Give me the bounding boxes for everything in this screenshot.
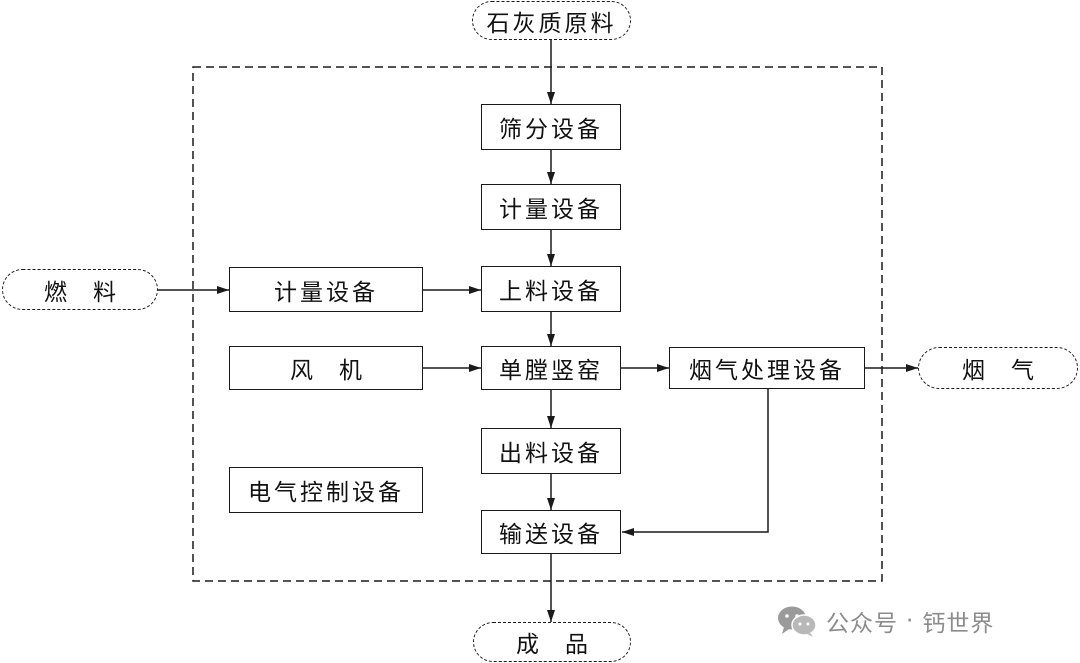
terminal-raw-material: 石灰质原料 (472, 1, 631, 40)
box-kiln: 单膛竖窑 (481, 346, 621, 390)
wechat-icon (778, 606, 817, 637)
terminal-fuel: 燃料 (2, 269, 158, 310)
terminal-product-label: 成品 (516, 632, 614, 658)
box-feeding: 上料设备 (481, 266, 621, 312)
box-flue-gas-treatment-label: 烟气处理设备 (689, 358, 845, 384)
system-boundary (192, 66, 883, 582)
arrow-gas-treatment-to-conveying (622, 389, 769, 536)
box-conveying-label: 输送设备 (499, 522, 603, 548)
box-metering-main: 计量设备 (481, 184, 621, 230)
box-metering-fuel-label: 计量设备 (274, 279, 378, 306)
box-fan: 风机 (229, 346, 423, 390)
terminal-fuel-label: 燃料 (44, 279, 142, 306)
box-conveying: 输送设备 (481, 510, 621, 554)
terminal-product: 成品 (473, 622, 631, 662)
watermark-separator: · (906, 608, 915, 634)
box-kiln-label: 单膛竖窑 (499, 358, 603, 384)
box-metering-fuel: 计量设备 (229, 267, 423, 312)
box-screening-label: 筛分设备 (499, 117, 603, 143)
watermark-account: 钙世界 (922, 611, 995, 637)
box-electrical-control-label: 电气控制设备 (248, 480, 404, 506)
watermark: 公众号 · 钙世界 (776, 603, 994, 639)
terminal-flue-gas: 烟气 (918, 347, 1078, 389)
box-discharge: 出料设备 (481, 428, 621, 474)
box-screening: 筛分设备 (481, 104, 621, 150)
terminal-raw-material-label: 石灰质原料 (486, 10, 617, 37)
watermark-brand: 公众号 (826, 611, 898, 637)
box-metering-main-label: 计量设备 (499, 197, 603, 223)
terminal-flue-gas-label: 烟气 (962, 358, 1060, 384)
box-fan-label: 风机 (290, 358, 388, 384)
box-flue-gas-treatment: 烟气处理设备 (669, 347, 865, 389)
box-electrical-control: 电气控制设备 (229, 467, 423, 513)
box-feeding-label: 上料设备 (499, 279, 603, 305)
box-discharge-label: 出料设备 (499, 441, 603, 467)
